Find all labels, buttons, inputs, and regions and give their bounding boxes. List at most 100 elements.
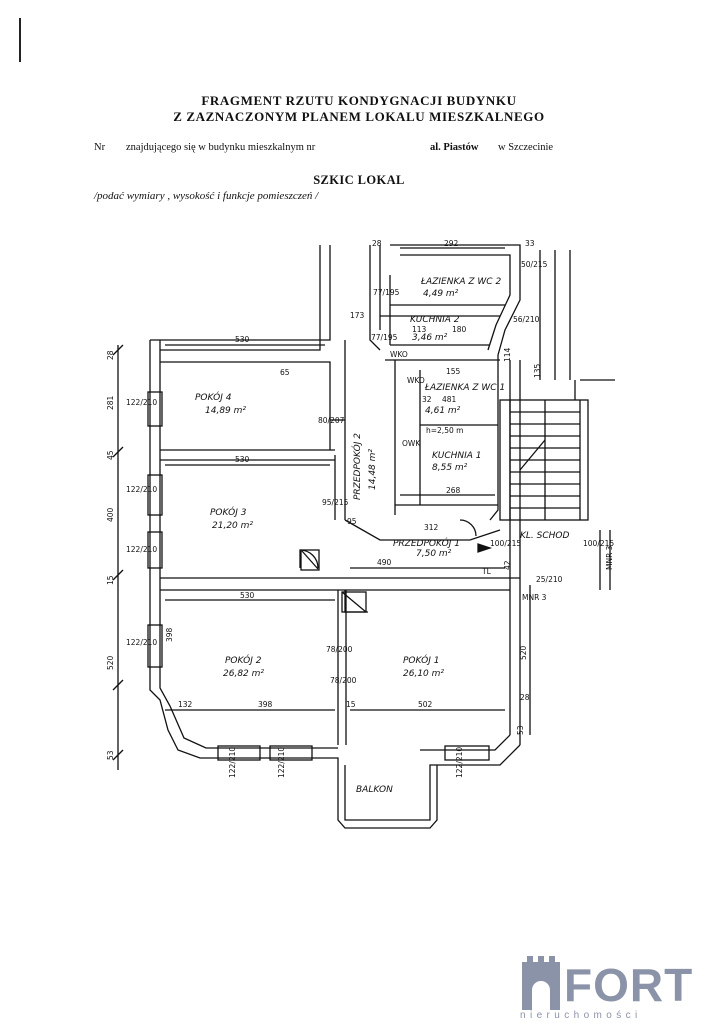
document-title-line2: Z ZAZNACZONYM PLANEM LOKALU MIESZKALNEGO [173, 109, 545, 124]
street-name: al. Piastów [430, 142, 479, 153]
dim-label: 520 [106, 655, 115, 670]
dim-label: 481 [442, 395, 457, 404]
pokoj3-label: POKÓJ 3 [210, 506, 247, 518]
lazienka1-area: 4,61 m² [425, 406, 461, 416]
door-swing [299, 549, 319, 569]
city-name: w Szczecinie [498, 142, 554, 153]
pokoj4-label: POKÓJ 4 [195, 391, 232, 403]
door-dim: 95/215 [322, 498, 349, 507]
outer-wall-top-right [390, 244, 521, 356]
kuchnia1-area: 8,55 m² [432, 463, 468, 473]
dim-label: 53 [106, 750, 115, 760]
lazienka2-area: 4,49 m² [423, 289, 459, 299]
logo-brand: FORT [564, 959, 694, 1011]
dim-label: 45 [106, 450, 115, 460]
logo-tagline: nieruchomości [520, 1010, 642, 1021]
dim-label: 28 [520, 693, 530, 702]
dim-label: 28 [106, 350, 115, 360]
dim-label: 398 [165, 627, 174, 642]
przedpokoj1-label: PRZEDPOKÓJ 1 [393, 537, 460, 549]
przedpokoj2-label: PRZEDPOKÓJ 2 [351, 433, 363, 500]
dim-label: 50/215 [521, 260, 548, 269]
pokoj2-label: POKÓJ 2 [225, 654, 262, 666]
outer-wall-top-left [150, 245, 331, 341]
kuchnia2-label: KUCHNIA 2 [410, 315, 460, 325]
fort-logo [522, 956, 560, 1010]
plan-walls [112, 244, 615, 829]
outer-wall-left [149, 340, 339, 765]
door-dim: 80/207 [318, 416, 345, 425]
owk-label: OWK [402, 439, 421, 448]
przedpokoj1-area: 7,50 m² [416, 549, 452, 559]
window-dim: 122/210 [455, 747, 464, 778]
dim-label: 502 [418, 700, 433, 709]
door-dim: 77/195 [371, 333, 398, 342]
dim-label: 135 [533, 363, 542, 378]
pokoj3-area: 21,20 m² [212, 521, 253, 531]
dim-label: 132 [178, 700, 193, 709]
dim-label: 33 [525, 239, 535, 248]
window-dim: 122/210 [126, 638, 157, 647]
dim-label: 65 [280, 368, 290, 377]
balcony-outline [337, 765, 438, 829]
staircase [499, 399, 589, 521]
door-dim: 78/200 [326, 645, 353, 654]
pokoj1-area: 26,10 m² [403, 669, 444, 679]
window-dim: 122/210 [126, 485, 157, 494]
pokoj4-area: 14,89 m² [205, 406, 246, 416]
service-wall [369, 245, 381, 351]
wko-label-1: WKO [407, 376, 425, 385]
dim-label: 530 [235, 455, 250, 464]
dim-label: 312 [424, 523, 439, 532]
door-dim: 25/210 [536, 575, 563, 584]
pokoj1-label: POKÓJ 1 [403, 654, 440, 666]
dim-label: 268 [446, 486, 461, 495]
przedpokoj2-area: 14,48 m² [368, 449, 378, 490]
dim-label: 155 [446, 367, 461, 376]
kuchnia1-label: KUCHNIA 1 [432, 451, 482, 461]
lazienka1-height: h=2,50 m [426, 426, 463, 435]
tl-label: TL [481, 567, 492, 576]
door-dim: 100/215 [583, 539, 614, 548]
pokoj2-area: 26,82 m² [223, 669, 264, 679]
kuchnia2-area: 3,46 m² [412, 333, 448, 343]
door-dim: 100/215 [490, 539, 521, 548]
door-dim: 77/195 [373, 288, 400, 297]
dim-label: 292 [444, 239, 459, 248]
door-dim: 56/210 [513, 315, 540, 324]
dim-label: 530 [240, 591, 255, 600]
sketch-title: SZKIC LOKAL [313, 173, 405, 187]
wko-label-2: WKO [390, 350, 408, 359]
document-title-line1: FRAGMENT RZUTU KONDYGNACJI BUDYNKU [201, 93, 517, 108]
dim-label: 32 [422, 395, 432, 404]
window-dim: 122/210 [126, 398, 157, 407]
dim-label: 173 [350, 311, 365, 320]
margin-mark [19, 18, 21, 62]
dim-label: 42 [503, 560, 512, 570]
nr-label: Nr [94, 142, 106, 153]
dim-label: 180 [452, 325, 467, 334]
window-dim: 122/210 [126, 545, 157, 554]
dim-label: 490 [377, 558, 392, 567]
lazienka1-label: ŁAZIENKA Z WC 1 [424, 383, 505, 393]
outer-wall-bottom-right [344, 744, 521, 821]
dim-label: 15 [346, 700, 356, 709]
dim-label: 281 [106, 395, 115, 410]
window-dim: 122/210 [228, 747, 237, 778]
dim-label: 15 [106, 575, 115, 585]
dim-label: 520 [519, 645, 528, 660]
balkon-label: BALKON [356, 785, 393, 795]
staircase-label: KL. SCHOD [520, 531, 569, 541]
located-text: znajdującego się w budynku mieszkalnym n… [126, 142, 316, 153]
dim-label: 530 [235, 335, 250, 344]
dim-label: 28 [372, 239, 382, 248]
door-dim: 78/200 [330, 676, 357, 685]
dim-label: 113 [412, 325, 427, 334]
dim-label: 95 [347, 517, 357, 526]
dim-label: 398 [258, 700, 273, 709]
sketch-hint: /podać wymiary , wysokość i funkcje pomi… [94, 190, 319, 202]
window-dim: 122/210 [277, 747, 286, 778]
mnr3-label-2: MNR 3 [605, 545, 614, 570]
wall-pokoj4 [160, 361, 331, 450]
